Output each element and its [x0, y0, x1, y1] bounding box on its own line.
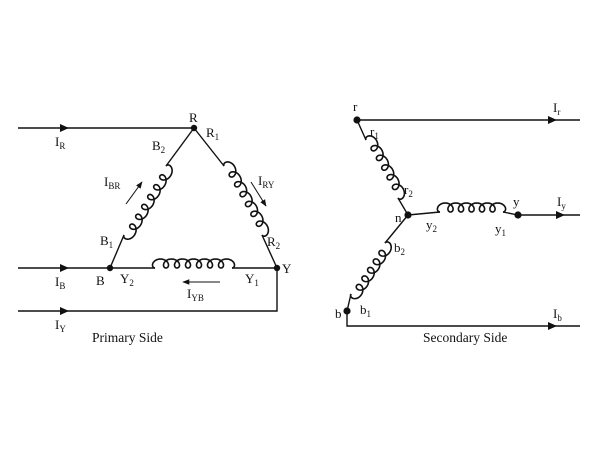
arrow-ir-out — [548, 116, 557, 124]
label-ibr: IBR — [104, 174, 120, 191]
lead-r-r1 — [356, 119, 367, 141]
label-r1: r1 — [370, 124, 379, 141]
arrow-ir — [60, 124, 69, 132]
node-r-dot — [190, 124, 198, 132]
node-b-dot — [343, 307, 351, 315]
label-b2: b2 — [394, 240, 405, 257]
label-r1: R1 — [206, 125, 219, 142]
lead-r-b2 — [165, 127, 195, 167]
label-ir-out: Ir — [553, 100, 560, 117]
node-n-dot — [404, 211, 412, 219]
line-wire-y — [18, 268, 278, 312]
arrow-iy — [60, 307, 69, 315]
label-node-n: n — [395, 210, 402, 225]
node-y-dot — [273, 264, 281, 272]
label-y2: y2 — [426, 217, 437, 234]
primary-side: IR IB IY R B Y B2 B1 R1 R2 Y2 Y1 IBR IRY… — [18, 110, 292, 345]
lead-n-y2 — [407, 211, 441, 216]
arrow-ib-out — [548, 322, 557, 330]
label-r2: r2 — [404, 182, 413, 199]
label-ir: IR — [55, 134, 65, 151]
label-node-y: y — [513, 194, 520, 209]
node-y-dot — [514, 211, 522, 219]
label-iry: IRY — [258, 173, 275, 190]
label-y1: Y1 — [245, 271, 259, 288]
winding-b-coil — [349, 241, 393, 300]
winding-br-coil — [122, 164, 173, 240]
label-iy-out: Iy — [557, 194, 566, 211]
line-wire-b-out — [346, 311, 580, 327]
arrow-iry — [250, 181, 267, 207]
winding-y-coil — [436, 202, 507, 213]
lead-n-b2 — [384, 214, 409, 244]
label-r2: R2 — [267, 234, 280, 251]
label-node-b: b — [335, 306, 342, 321]
label-b1: b1 — [360, 302, 371, 319]
label-ib-out: Ib — [553, 306, 562, 323]
label-y1: y1 — [495, 221, 506, 238]
arrow-iy-out — [556, 211, 565, 219]
label-b2: B2 — [152, 138, 165, 155]
label-node-r: R — [189, 110, 198, 125]
label-iyb: IYB — [187, 286, 204, 303]
node-b-dot — [106, 264, 114, 272]
caption-secondary-side: Secondary Side — [423, 330, 507, 345]
label-iy: IY — [55, 317, 66, 334]
secondary-side: r n y b r1 r2 y2 y1 b2 b1 Ir Iy Ib Secon… — [335, 99, 580, 345]
winding-r-coil — [364, 135, 406, 201]
caption-primary-side: Primary Side — [92, 330, 163, 345]
label-node-r: r — [353, 99, 358, 114]
arrow-ib — [60, 264, 69, 272]
winding-ry-coil — [222, 161, 270, 237]
label-node-y: Y — [282, 261, 292, 276]
winding-yb-coil — [151, 258, 236, 269]
label-b1: B1 — [100, 233, 113, 250]
label-node-b: B — [96, 273, 105, 288]
label-ib: IB — [55, 274, 65, 291]
lead-r-r1 — [193, 127, 225, 167]
lead-b1-b — [109, 234, 125, 269]
label-y2: Y2 — [120, 271, 134, 288]
node-r-dot — [353, 116, 361, 124]
arrow-ibr — [125, 181, 143, 205]
lead-r2-y — [261, 234, 278, 269]
